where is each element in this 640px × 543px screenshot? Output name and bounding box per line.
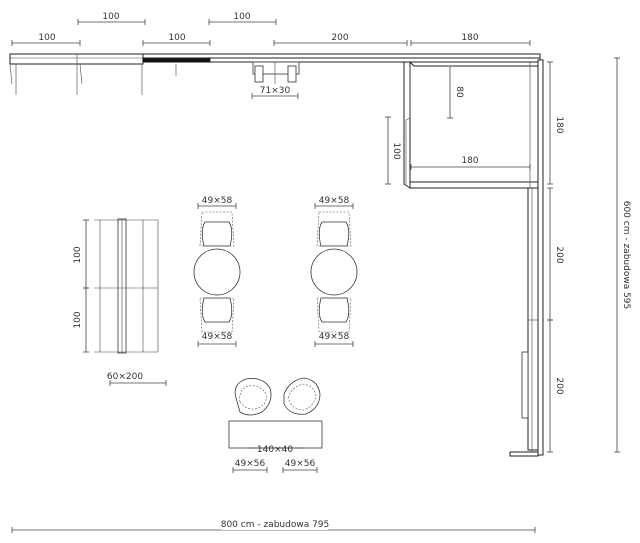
dimension-label: 49×58 — [319, 196, 350, 206]
bench-60x200: 60×200 — [94, 218, 167, 386]
dimension-label: 200 — [554, 377, 564, 394]
dimension-label: 100 — [102, 12, 119, 22]
dimension-total-height: 600 cm - zabudowa 595 — [614, 57, 631, 453]
dimension-label: 180 — [461, 156, 478, 166]
table-set-right: 49×58 49×58 — [310, 196, 358, 347]
dimension-200-right-b: 200 — [547, 319, 564, 453]
right-counter — [403, 59, 544, 457]
dimension-label: 100 — [391, 142, 401, 159]
dimension-top-180: 180 — [410, 33, 531, 46]
rack-item-71x30: 71×30 — [251, 61, 300, 99]
dimension-top-100-a: 100 — [77, 12, 146, 25]
dimension-label: 180 — [554, 116, 564, 133]
dimension-top-100-d: 100 — [142, 33, 211, 46]
dimension-top-100-c: 100 — [11, 33, 81, 46]
dimension-49x56-b: 49×56 — [282, 459, 318, 473]
dimension-180-vertical: 180 — [547, 61, 564, 185]
dimension-label: 100 — [73, 246, 83, 263]
dimension-top-200: 200 — [273, 33, 408, 46]
dimension-label: 49×58 — [202, 332, 233, 342]
dimension-label: 140×40 — [257, 445, 293, 455]
dimension-left-100-b: 100 — [73, 287, 89, 353]
dimension-label: 49×58 — [319, 332, 350, 342]
dimension-label: 60×200 — [107, 372, 143, 382]
dimension-label: 600 cm - zabudowa 595 — [621, 201, 631, 310]
bench-140x40: 140×40 — [228, 420, 323, 455]
dimension-top-100-b: 100 — [208, 12, 277, 25]
dimension-label: 49×58 — [202, 196, 233, 206]
dimension-label: 49×56 — [235, 459, 266, 469]
dimension-200-right-a: 200 — [547, 187, 564, 321]
dimension-label: 100 — [233, 12, 250, 22]
dimension-label: 200 — [554, 246, 564, 263]
lounge-chair-right — [283, 377, 321, 415]
dimension-total-width: 800 cm - zabudowa 795 — [11, 518, 536, 533]
dimension-label: 180 — [461, 33, 478, 43]
dimension-80: 80 — [447, 65, 464, 119]
dimension-label: 71×30 — [260, 86, 291, 96]
top-cabinet-run — [9, 53, 541, 95]
dimension-label: 200 — [331, 33, 348, 43]
dimension-label: 100 — [38, 33, 55, 43]
dimension-label: 800 cm - zabudowa 795 — [221, 520, 330, 530]
dimension-100-vertical: 100 — [385, 116, 401, 185]
dimension-180-horizontal: 180 — [410, 156, 531, 170]
dimension-label: 100 — [168, 33, 185, 43]
lounge-chair-left — [234, 378, 272, 416]
dimension-label: 100 — [73, 311, 83, 328]
dimension-left-100-a: 100 — [73, 219, 89, 289]
dimension-49x56-a: 49×56 — [232, 459, 268, 473]
table-set-left: 49×58 49×58 — [193, 196, 241, 347]
dimension-label: 80 — [454, 86, 464, 98]
dimension-label: 49×56 — [285, 459, 316, 469]
